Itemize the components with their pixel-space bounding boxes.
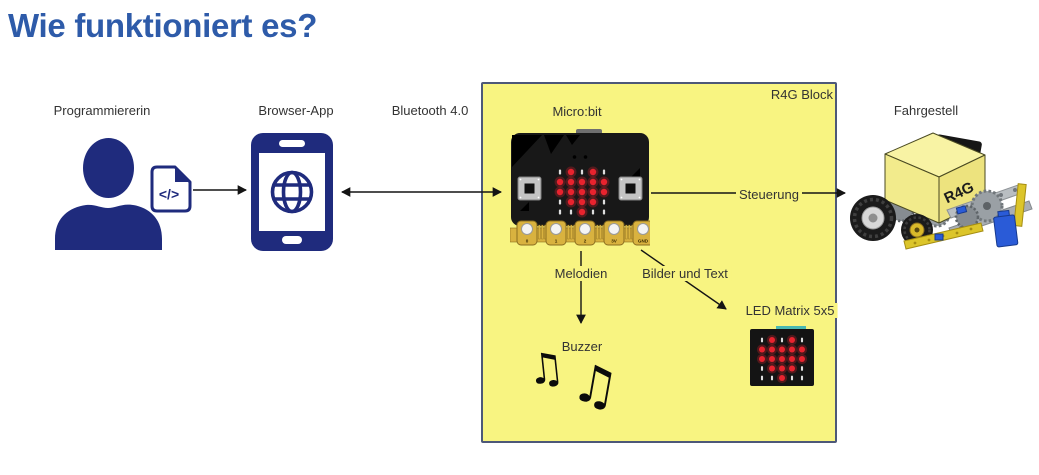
- label-r4g-block: R4G Block: [770, 87, 833, 102]
- label-steuerung: Steuerung: [736, 187, 802, 202]
- microbit-decoration: [512, 135, 640, 211]
- label-bilder-und-text: Bilder und Text: [639, 266, 731, 281]
- svg-text:2: 2: [584, 239, 587, 244]
- button-b: [618, 176, 643, 201]
- label-browser-app: Browser-App: [258, 103, 334, 118]
- microbit-image: 0 1 2 3V GND: [510, 129, 650, 246]
- car-front-wheel: [901, 214, 933, 246]
- code-glyph: </>: [159, 186, 179, 202]
- microbit-led-matrix: [554, 166, 610, 218]
- button-a: [517, 176, 542, 201]
- svg-text:GND: GND: [638, 239, 649, 244]
- led-matrix-image: [750, 326, 814, 386]
- fahrgestell-image: R4G: [850, 132, 1033, 250]
- code-file-icon: </>: [150, 165, 192, 213]
- svg-text:3V: 3V: [611, 239, 618, 244]
- label-microbit: Micro:bit: [552, 104, 602, 119]
- label-programmiererin: Programmiererin: [53, 103, 151, 118]
- label-melodien: Melodien: [551, 266, 611, 281]
- bluetooth-icon: [403, 133, 447, 185]
- browser-app-phone-icon: [251, 133, 333, 251]
- label-led-matrix: LED Matrix 5x5: [742, 303, 838, 318]
- person-icon: [55, 138, 162, 250]
- page-title: Wie funktioniert es?: [8, 7, 318, 44]
- svg-text:0: 0: [526, 239, 529, 244]
- car-rear-wheel: [850, 195, 896, 241]
- label-buzzer: Buzzer: [558, 339, 606, 354]
- car-battery: [993, 209, 1019, 248]
- label-fahrgestell: Fahrgestell: [893, 103, 959, 118]
- microbit-edge-connector: 0 1 2 3V GND: [516, 220, 650, 246]
- globe-icon: [270, 170, 314, 214]
- led-matrix-grid: [756, 334, 808, 384]
- svg-text:1: 1: [555, 239, 558, 244]
- label-bluetooth: Bluetooth 4.0: [391, 103, 469, 118]
- microbit-logo: [572, 155, 588, 159]
